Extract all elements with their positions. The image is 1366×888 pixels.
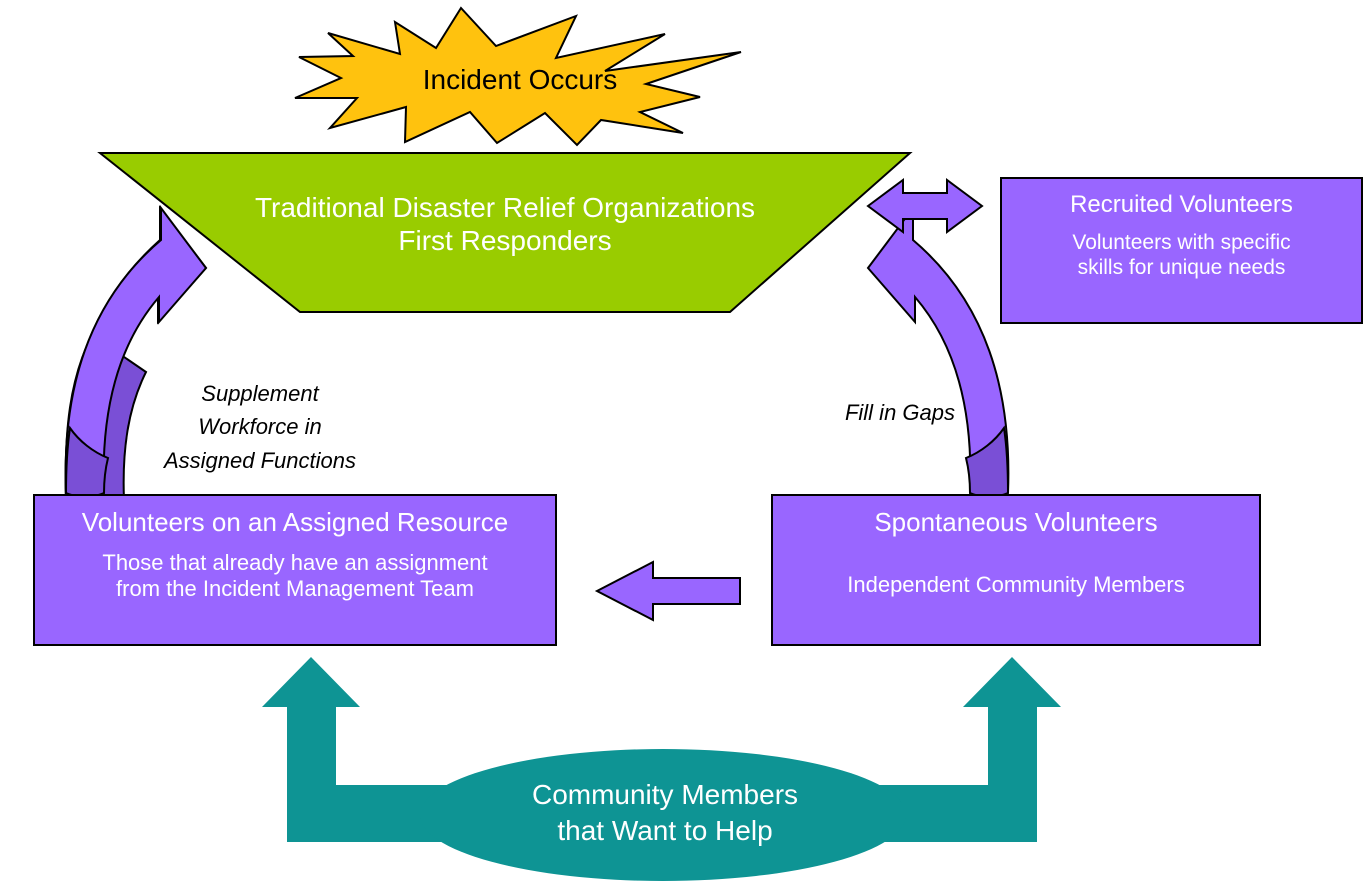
supplement-line-3: Assigned Functions xyxy=(164,447,356,473)
recruited-volunteers-box xyxy=(1000,177,1363,324)
assigned-resource-desc-1: Those that already have an assignment xyxy=(102,549,488,575)
spontaneous-volunteers-box xyxy=(771,494,1261,646)
community-members-line-2: that Want to Help xyxy=(557,814,773,846)
fill-in-gaps-label: Fill in Gaps xyxy=(810,400,990,426)
incident-occurs-text: Incident Occurs xyxy=(422,64,618,95)
traditional-disaster-relief-label: Traditional Disaster Relief Organization… xyxy=(155,191,855,257)
recruited-volunteers-title: Recruited Volunteers xyxy=(1070,191,1293,218)
fill-in-gaps-curved-arrow xyxy=(866,205,1010,498)
spacer xyxy=(772,538,1260,572)
spontaneous-volunteers-label: Spontaneous Volunteers Independent Commu… xyxy=(772,507,1260,598)
assigned-resource-label: Volunteers on an Assigned Resource Those… xyxy=(34,507,556,602)
incident-occurs-burst xyxy=(294,6,742,147)
spacer xyxy=(1001,219,1362,231)
spacer xyxy=(34,538,556,550)
assigned-resource-title: Volunteers on an Assigned Resource xyxy=(81,507,509,537)
supplement-line-2: Workforce in xyxy=(198,414,322,440)
assigned-resource-desc-2: from the Incident Management Team xyxy=(116,575,474,601)
community-members-ellipse xyxy=(420,749,906,881)
spontaneous-volunteers-desc-1: Independent Community Members xyxy=(847,571,1185,597)
traditional-line-1: Traditional Disaster Relief Organization… xyxy=(254,192,756,223)
traditional-line-2: First Responders xyxy=(398,225,612,257)
recruited-volunteers-desc-2: skills for unique needs xyxy=(1077,256,1286,280)
community-members-label: Community Members that Want to Help xyxy=(420,777,910,849)
spontaneous-volunteers-title: Spontaneous Volunteers xyxy=(874,507,1158,537)
recruited-volunteers-desc-1: Volunteers with specific xyxy=(1072,231,1291,255)
fill-in-gaps-text: Fill in Gaps xyxy=(844,400,956,425)
supplement-line-1: Supplement xyxy=(201,381,319,406)
community-members-line-1: Community Members xyxy=(531,779,799,810)
incident-occurs-label: Incident Occurs xyxy=(295,63,745,96)
assigned-resource-box xyxy=(33,494,557,646)
traditional-recruited-double-arrow xyxy=(866,178,984,234)
traditional-disaster-relief-trapezoid xyxy=(97,152,913,313)
supplement-workforce-label: Supplement Workforce in Assigned Functio… xyxy=(140,377,380,477)
recruited-volunteers-label: Recruited Volunteers Volunteers with spe… xyxy=(1001,191,1362,281)
supplement-workforce-curved-arrow xyxy=(64,205,208,501)
spontaneous-to-assigned-arrow xyxy=(594,560,741,622)
